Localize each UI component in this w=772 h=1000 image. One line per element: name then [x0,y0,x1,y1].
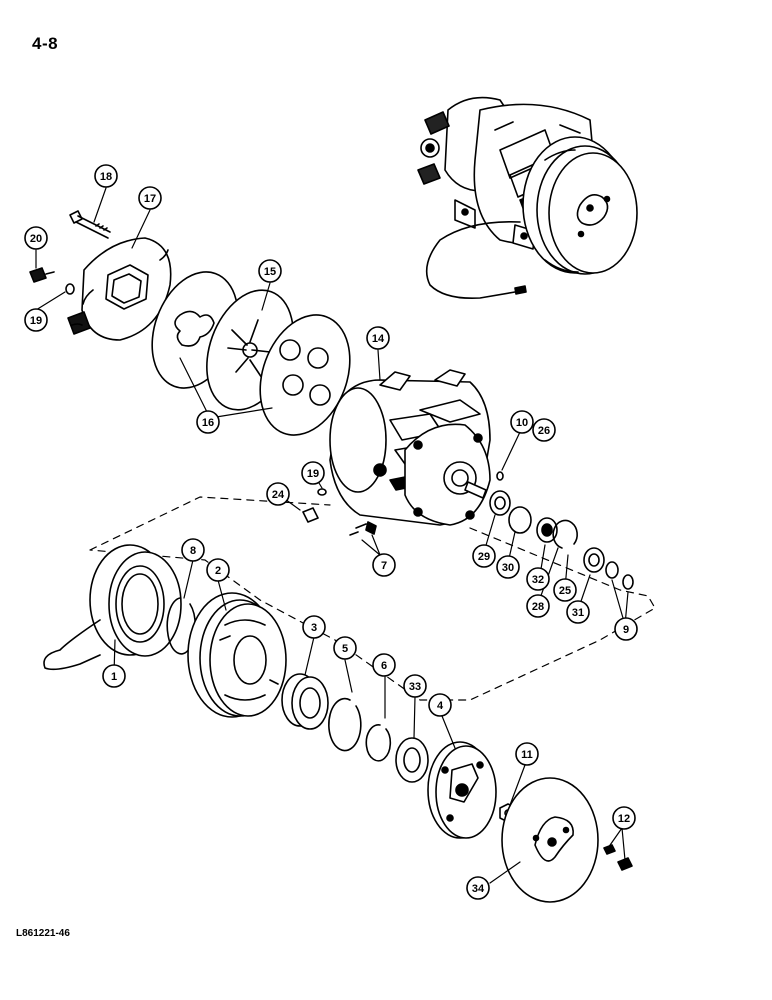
svg-text:26: 26 [538,425,550,437]
callout-1: 1 [102,664,126,688]
svg-text:19: 19 [307,468,319,480]
clutch-hub [427,741,497,839]
snap-ring-5 [328,697,362,752]
svg-text:15: 15 [264,266,276,278]
callout-32: 32 [526,567,550,591]
callout-9: 9 [614,617,638,641]
svg-text:16: 16 [202,417,214,429]
snap-ring-6 [365,724,392,762]
clutch-cover [501,777,599,903]
page-number: 4-8 [32,34,59,53]
svg-text:10: 10 [516,417,528,429]
callout-33: 33 [403,674,427,698]
svg-text:33: 33 [409,681,421,693]
svg-text:24: 24 [272,489,285,501]
svg-text:11: 11 [521,749,533,761]
assembled-compressor-illustration [417,96,638,300]
svg-text:3: 3 [311,622,317,634]
svg-text:6: 6 [381,660,387,672]
svg-text:17: 17 [144,193,156,205]
svg-text:18: 18 [100,171,112,183]
callout-7: 7 [372,553,396,577]
callout-31: 31 [566,600,590,624]
callout-3: 3 [302,615,326,639]
callout-17: 17 [138,186,162,210]
callout-16: 16 [196,410,220,434]
callout-18: 18 [94,164,118,188]
callout-11: 11 [515,742,539,766]
callout-6: 6 [372,653,396,677]
rear-head-assembly [29,210,172,341]
callout-24: 24 [266,482,290,506]
figure-code: L861221-46 [16,928,70,939]
svg-text:25: 25 [559,585,571,597]
callout-25: 25 [553,578,577,602]
svg-text:8: 8 [190,545,196,557]
callout-5: 5 [333,636,357,660]
svg-text:1: 1 [111,671,117,683]
svg-text:32: 32 [532,574,544,586]
callout-30: 30 [496,555,520,579]
svg-text:2: 2 [215,565,221,577]
callout-29: 29 [472,544,496,568]
svg-text:28: 28 [532,601,544,613]
svg-text:9: 9 [623,624,629,636]
svg-text:20: 20 [30,233,42,245]
callout-19-rear: 19 [24,308,48,332]
pulley [187,592,287,718]
callout-26: 26 [532,418,556,442]
callout-8: 8 [181,538,205,562]
bearing [281,673,329,730]
callout-28: 28 [526,594,550,618]
callout-2: 2 [206,558,230,582]
callout-15: 15 [258,259,282,283]
callout-12: 12 [612,806,636,830]
svg-text:5: 5 [342,643,348,655]
cover-bolts [603,844,633,871]
svg-text:14: 14 [372,333,385,345]
svg-text:29: 29 [478,551,490,563]
svg-text:19: 19 [30,315,42,327]
svg-text:30: 30 [502,562,514,574]
compressor-body [302,369,491,536]
clutch-coil [43,544,182,671]
seal-kit-boundary [89,496,656,701]
callouts: 18 17 20 19 15 16 14 10 26 24 19 7 29 30… [24,164,638,900]
callout-20: 20 [24,226,48,250]
svg-text:31: 31 [572,607,584,619]
shim [395,737,429,783]
valve-plate-and-gaskets [151,271,351,436]
svg-text:34: 34 [472,883,485,895]
callout-34: 34 [466,876,490,900]
shaft-seal-components [489,471,634,590]
svg-text:12: 12 [618,813,630,825]
svg-text:7: 7 [381,560,387,572]
callout-19-body: 19 [301,461,325,485]
callout-14: 14 [366,326,390,350]
callout-4: 4 [428,693,452,717]
svg-text:4: 4 [437,700,444,712]
callout-10: 10 [510,410,534,434]
